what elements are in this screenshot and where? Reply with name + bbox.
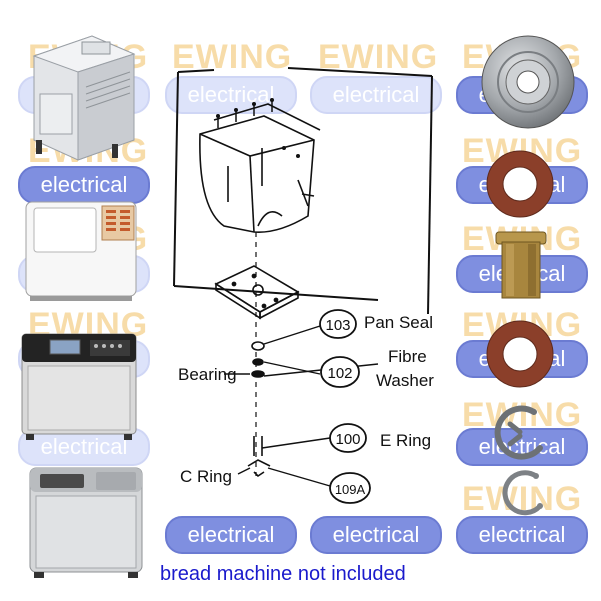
- watermark-badge: electrical: [18, 166, 150, 204]
- bread-pan-drawing: [199, 103, 321, 233]
- label-fibre: Fibre: [388, 347, 427, 366]
- part-number-100: 100: [335, 431, 360, 448]
- watermark-brand: EWING: [318, 38, 439, 76]
- watermark-brand: EWING: [172, 38, 293, 76]
- watermark-brand: EWING: [462, 396, 583, 434]
- watermark-badge: electrical: [310, 516, 442, 554]
- bread-machine-image-3: [21, 333, 137, 440]
- label-e-ring: E Ring: [380, 431, 431, 450]
- label-pan-seal: Pan Seal: [364, 313, 433, 332]
- label-c-ring: C Ring: [180, 467, 232, 486]
- exploded-parts-diagram: 103 102 100 109A Pan Seal Fibre Washer B…: [173, 67, 434, 504]
- leader-lines: [224, 325, 379, 487]
- c-ring-photo: [502, 470, 543, 516]
- label-washer: Washer: [376, 371, 434, 390]
- mounting-plate-drawing: [214, 265, 300, 320]
- bushing-photo: [495, 231, 547, 299]
- watermark-badge: electrical: [310, 76, 442, 114]
- pan-screws: [216, 98, 300, 158]
- shaft-parts: [247, 341, 271, 478]
- watermark-badge: electrical: [456, 428, 588, 466]
- part-number-102: 102: [327, 365, 352, 382]
- part-bubble-109a: [329, 472, 371, 504]
- part-bubble-100: [329, 423, 367, 453]
- watermark-badge: electrical: [165, 76, 297, 114]
- caption-text: bread machine not included: [160, 563, 406, 585]
- bread-machine-image-2: [25, 201, 137, 301]
- part-number-109a: 109A: [335, 482, 366, 497]
- part-number-103: 103: [325, 317, 350, 334]
- watermark-badge: electrical: [165, 516, 297, 554]
- fibre-washer-photo-1: [486, 150, 554, 218]
- bread-machine-image-1: [32, 35, 136, 161]
- fibre-washer-photo-2: [486, 320, 554, 388]
- watermark-badge: electrical: [456, 516, 588, 554]
- bread-machine-image-4: [29, 467, 143, 578]
- e-ring-photo: [494, 405, 543, 460]
- part-bubble-103: [319, 309, 357, 339]
- label-bearing: Bearing: [178, 365, 237, 384]
- part-bubble-102: [320, 356, 360, 388]
- diagram-frame: [173, 67, 433, 315]
- bearing-photo: [481, 35, 575, 129]
